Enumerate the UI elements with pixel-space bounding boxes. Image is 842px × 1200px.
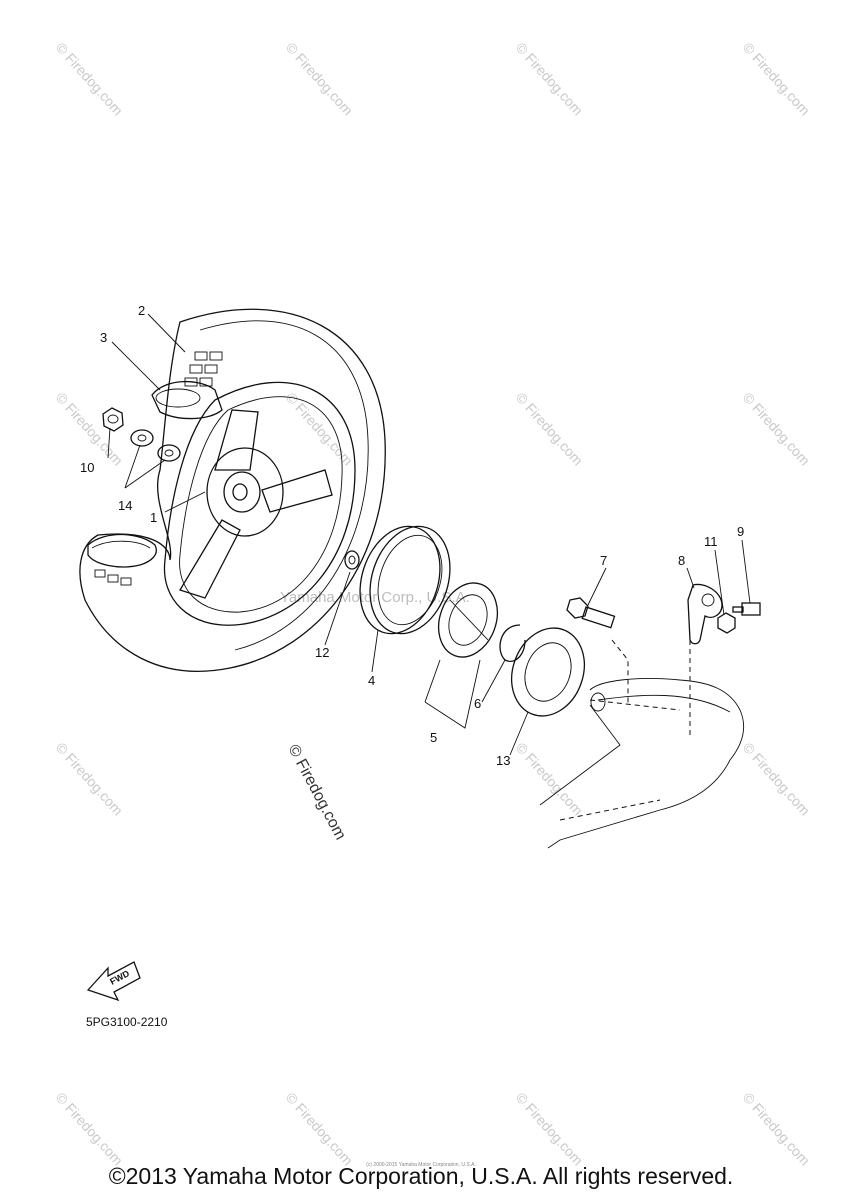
callout-13: 13 bbox=[496, 753, 510, 768]
callout-1: 1 bbox=[150, 510, 157, 525]
part-13-brake-plate bbox=[511, 627, 585, 717]
watermark-b2: © Firedog.com bbox=[283, 1089, 356, 1168]
watermark-b4: © Firedog.com bbox=[740, 1089, 813, 1168]
watermark-center: Yamaha Motor Corp., U.S.A. bbox=[280, 589, 470, 606]
part-14-washers bbox=[130, 429, 181, 462]
part-9-bolt bbox=[732, 602, 761, 616]
callout-3: 3 bbox=[100, 330, 107, 345]
leader-lines bbox=[107, 313, 751, 756]
assembly-guides bbox=[589, 639, 691, 735]
part-4-drum bbox=[359, 525, 451, 635]
fwd-arrow-icon: FWD bbox=[86, 961, 141, 1002]
callout-14: 14 bbox=[118, 498, 132, 513]
part-11-nut bbox=[717, 612, 736, 634]
watermark-t4: © Firedog.com bbox=[740, 39, 813, 118]
callout-12: 12 bbox=[315, 645, 329, 660]
callout-4: 4 bbox=[368, 673, 375, 688]
callout-8: 8 bbox=[678, 553, 685, 568]
part-10-nut bbox=[102, 407, 124, 432]
watermark-b3: © Firedog.com bbox=[513, 1089, 586, 1168]
callout-9: 9 bbox=[737, 524, 744, 539]
callout-2: 2 bbox=[138, 303, 145, 318]
swingarm-outline bbox=[539, 678, 744, 849]
watermark-dark: © Firedog.com bbox=[284, 742, 348, 843]
callout-11: 11 bbox=[704, 534, 718, 549]
part-12-washer bbox=[344, 550, 360, 570]
watermark-layer: © Firedog.com © Firedog.com © Firedog.co… bbox=[53, 39, 813, 1168]
diagram-part-code: 5PG3100-2210 bbox=[86, 1015, 168, 1029]
tiny-copyright: (c) 2000-2015 Yamaha Motor Corporation, … bbox=[366, 1162, 476, 1168]
tread-marks bbox=[94, 351, 223, 586]
watermark-m1: © Firedog.com bbox=[53, 389, 126, 468]
copyright-notice: ©2013 Yamaha Motor Corporation, U.S.A. A… bbox=[108, 1163, 734, 1189]
watermark-t2: © Firedog.com bbox=[283, 39, 356, 118]
watermark-b1: © Firedog.com bbox=[53, 1089, 126, 1168]
watermark-m2: © Firedog.com bbox=[283, 389, 356, 468]
watermark-l4: © Firedog.com bbox=[740, 739, 813, 818]
wheel-tire-assembly bbox=[79, 308, 386, 672]
callout-10: 10 bbox=[80, 460, 94, 475]
callout-5: 5 bbox=[430, 730, 437, 745]
part-8-lever bbox=[687, 583, 723, 645]
watermark-t3: © Firedog.com bbox=[513, 39, 586, 118]
watermark-m3: © Firedog.com bbox=[513, 389, 586, 468]
callout-6: 6 bbox=[474, 696, 481, 711]
part-6-spring bbox=[499, 624, 526, 662]
watermark-l1: © Firedog.com bbox=[53, 739, 126, 818]
callout-labels: 1 2 3 4 5 6 7 8 9 10 11 12 13 14 bbox=[80, 303, 744, 768]
part-5-brake-shoes bbox=[438, 582, 498, 658]
watermark-tl: © Firedog.com bbox=[53, 39, 126, 118]
part-7-cam bbox=[566, 597, 616, 629]
callout-7: 7 bbox=[600, 553, 607, 568]
part-3-tube bbox=[151, 380, 223, 420]
watermark-m4: © Firedog.com bbox=[740, 389, 813, 468]
